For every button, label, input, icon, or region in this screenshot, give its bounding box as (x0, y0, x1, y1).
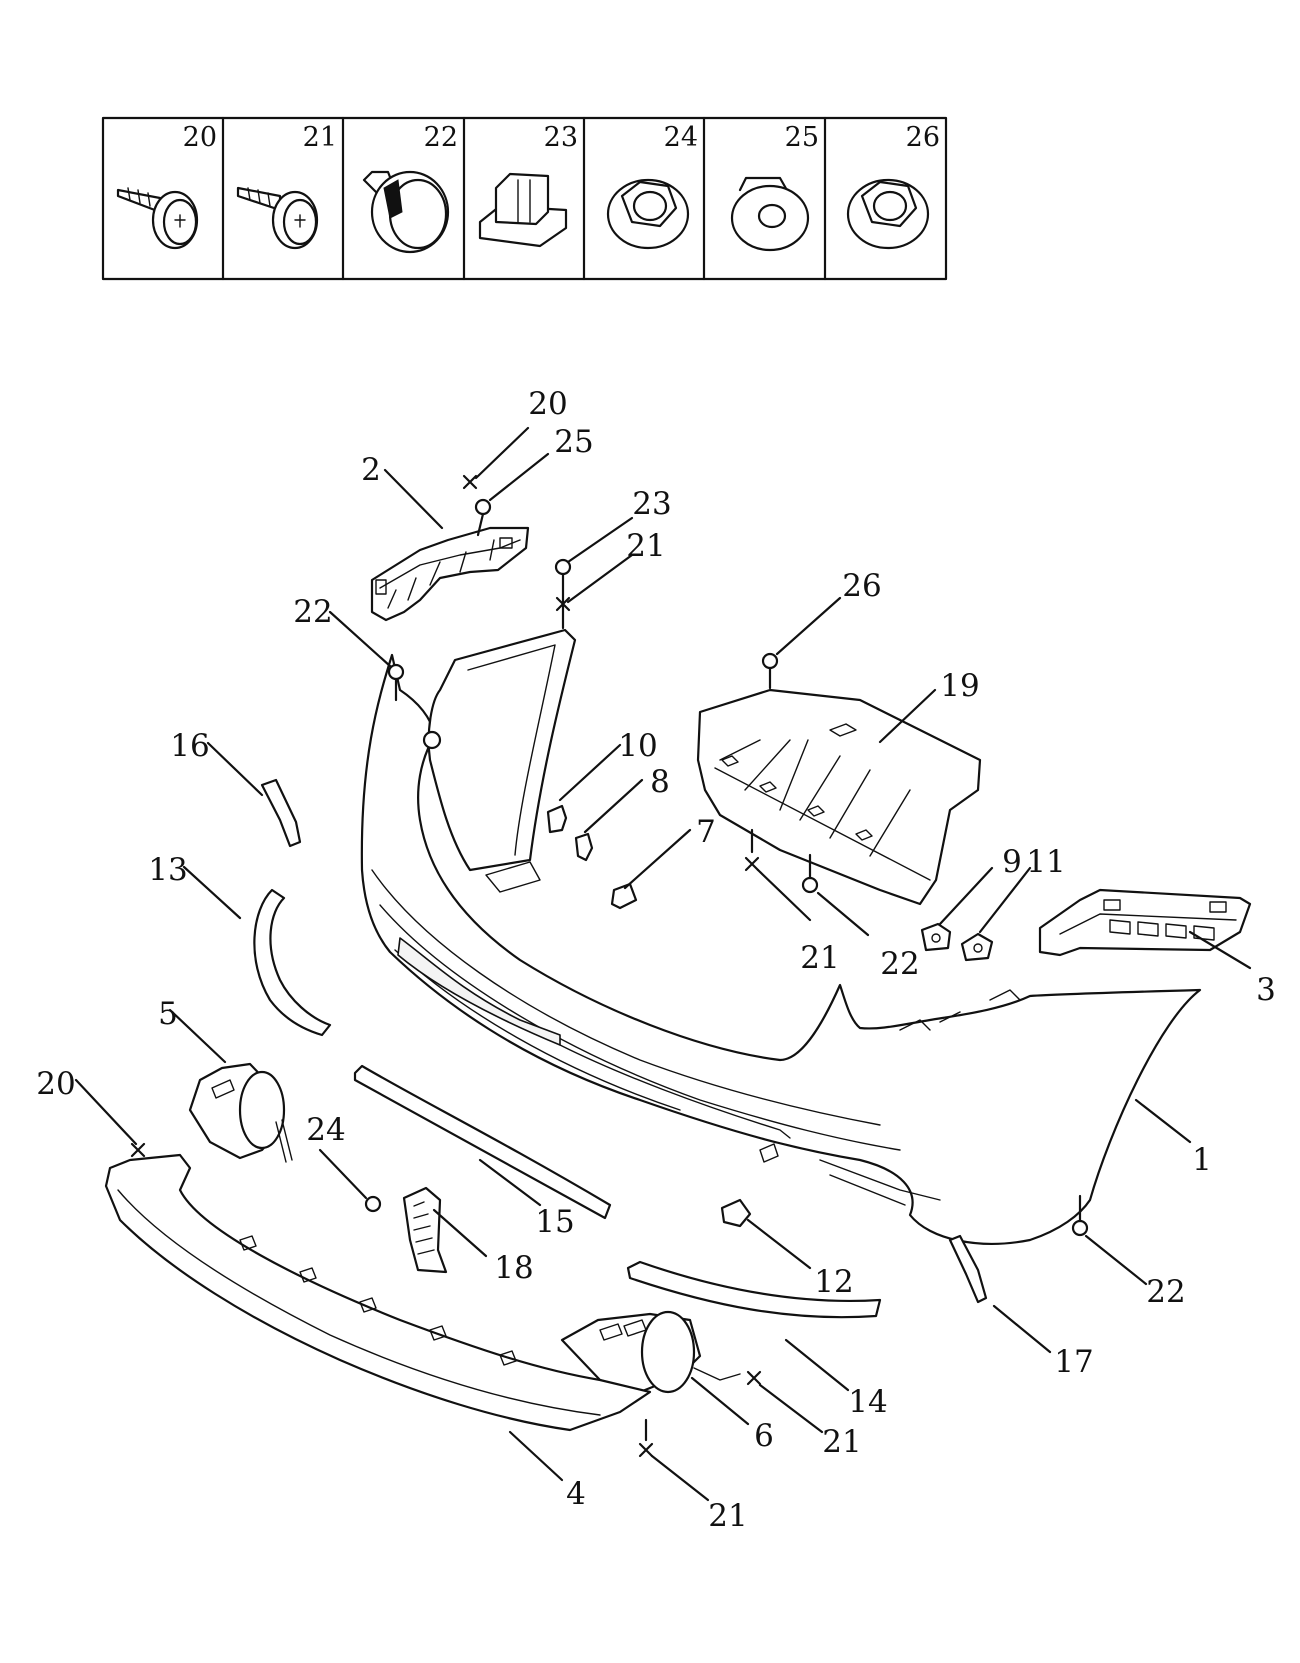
screw-marker (744, 856, 760, 872)
fastener-markers (130, 474, 1089, 1458)
clip-marker (761, 652, 779, 670)
callout-label: 21 (800, 940, 839, 976)
callout-label: 5 (158, 996, 178, 1032)
screw-washer-icon (236, 186, 319, 250)
table-cell-number: 21 (303, 122, 337, 153)
screw-washer-icon (116, 187, 199, 250)
clip-marker (474, 498, 492, 516)
callout-label: 4 (566, 1476, 586, 1512)
reflector-18 (402, 1186, 448, 1274)
callout-labels: 20 25 2 23 21 26 22 19 16 10 8 7 9 11 21… (36, 386, 1276, 1534)
trim-strip-16 (260, 778, 302, 848)
callout-label: 20 (528, 386, 567, 422)
table-cell-number: 22 (424, 122, 458, 153)
callout-label: 6 (754, 1418, 774, 1454)
callout-label: 22 (1146, 1274, 1185, 1310)
callout-label: 13 (148, 852, 187, 888)
table-border (101, 116, 948, 281)
callout-label: 14 (848, 1384, 887, 1420)
callout-label: 2 (361, 452, 381, 488)
callout-label: 3 (1256, 972, 1276, 1008)
hex-flange-nut-icon (606, 178, 690, 250)
callout-label: 19 (940, 668, 979, 704)
trim-strip-17 (948, 1234, 988, 1304)
hex-flange-nut-icon (846, 178, 930, 250)
callout-label: 16 (170, 728, 209, 764)
fastener-table: 20 21 22 23 24 25 26 (101, 116, 948, 281)
callout-label: 24 (306, 1112, 345, 1148)
callout-label: 25 (554, 424, 593, 460)
bracket-left (370, 526, 530, 622)
callout-label: 7 (696, 814, 716, 850)
leader-lines (74, 426, 1252, 1502)
callout-label: 17 (1054, 1344, 1093, 1380)
callout-label: 8 (650, 764, 670, 800)
bracket-right (1038, 888, 1252, 957)
push-clip-icon (362, 170, 450, 254)
callout-label: 22 (293, 594, 332, 630)
table-cell-number: 25 (785, 122, 819, 153)
callout-label: 9 (1002, 844, 1022, 880)
table-cell-number: 26 (906, 122, 940, 153)
callout-label: 11 (1026, 844, 1065, 880)
callout-label: 18 (494, 1250, 533, 1286)
nut-marker (364, 1195, 382, 1213)
callout-label: 1 (1192, 1142, 1212, 1178)
callout-label: 10 (618, 728, 657, 764)
lower-guard-panel (696, 688, 982, 906)
clip-marker (387, 663, 405, 681)
trim-strip-13 (253, 888, 332, 1037)
callout-label: 20 (36, 1066, 75, 1102)
rear-bumper-fascia (360, 628, 1202, 1245)
table-cell-number: 20 (183, 122, 217, 153)
callout-label: 26 (842, 568, 881, 604)
callout-label: 12 (814, 1264, 853, 1300)
table-cell-number: 23 (544, 122, 578, 153)
exhaust-trim-right (560, 1310, 741, 1394)
callout-label: 21 (708, 1498, 747, 1534)
callout-label: 15 (535, 1204, 574, 1240)
table-cell-number: 24 (664, 122, 698, 153)
screw-marker (462, 474, 478, 490)
callout-label: 23 (632, 486, 671, 522)
trim-strip-15 (353, 1064, 612, 1220)
callout-label: 22 (880, 946, 919, 982)
clip-marker (801, 876, 819, 894)
lower-diffuser (104, 1153, 652, 1432)
plastic-nut-icon (730, 176, 810, 252)
exhaust-trim-left (188, 1062, 293, 1163)
trim-strip-14 (626, 1260, 882, 1319)
clip-9 (920, 922, 952, 952)
clip-11 (960, 932, 994, 962)
clip-marker (1071, 1219, 1089, 1237)
screw-marker (130, 1142, 146, 1158)
square-clip-icon (478, 172, 568, 248)
callout-label: 21 (822, 1424, 861, 1460)
screw-marker (638, 1442, 654, 1458)
screw-marker (746, 1370, 762, 1386)
callout-label: 21 (626, 528, 665, 564)
clip-8 (574, 832, 594, 862)
clip-12 (720, 1198, 752, 1228)
clip-10 (546, 804, 568, 834)
